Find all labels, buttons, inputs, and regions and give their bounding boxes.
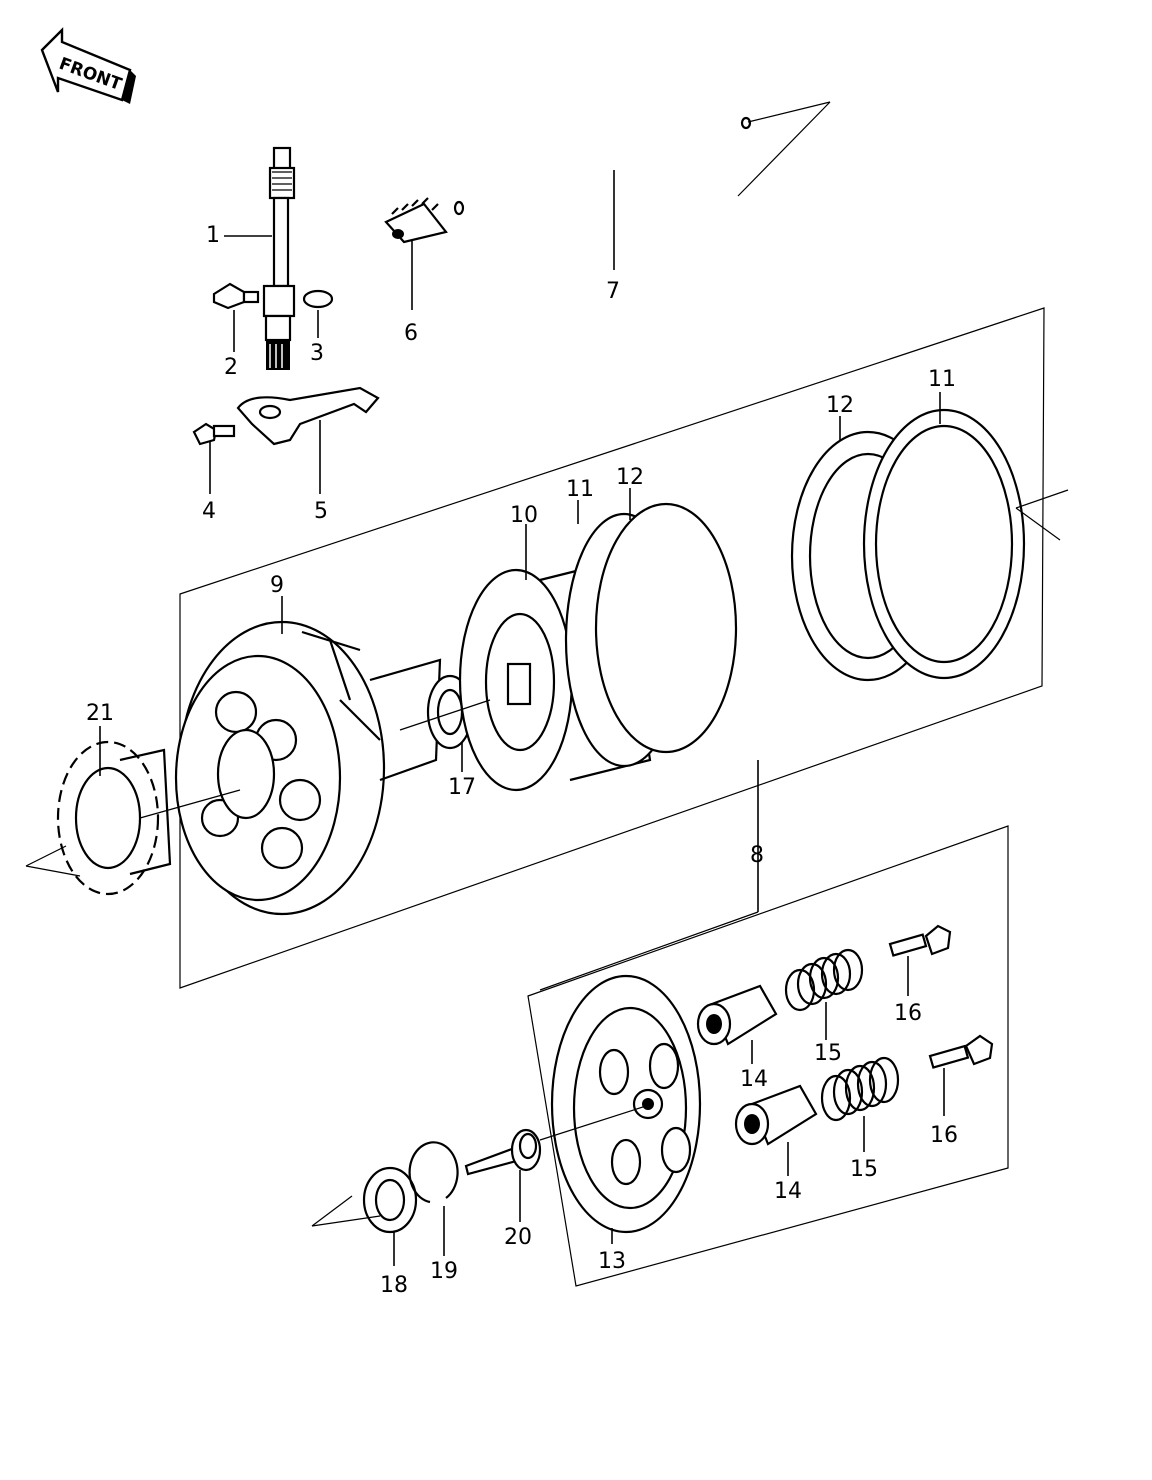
spring-guide-14a	[696, 984, 778, 1046]
callout-9: 9	[270, 573, 284, 598]
callout-21: 21	[86, 701, 114, 726]
callout-labels: 1 2 3 4 5 6 7 8 9 10 11 11 12 12 13 14 1…	[86, 223, 958, 1298]
steel-plate-12a	[594, 502, 738, 754]
callout-2: 2	[224, 355, 238, 380]
callout-17: 17	[448, 775, 476, 800]
bolt-2	[212, 282, 260, 310]
release-lever	[236, 386, 380, 446]
release-shaft	[262, 146, 296, 370]
clutch-hub	[458, 558, 652, 792]
callout-16a: 16	[894, 1001, 922, 1026]
callout-5: 5	[314, 499, 328, 524]
callout-10: 10	[510, 503, 538, 528]
callout-15a: 15	[814, 1041, 842, 1066]
callout-19: 19	[430, 1259, 458, 1284]
friction-plate-11b	[862, 408, 1026, 680]
front-arrow-icon: FRONT	[40, 27, 136, 104]
bolt-16b	[928, 1034, 994, 1069]
push-rod-rack	[384, 197, 448, 244]
callout-6: 6	[404, 321, 418, 346]
lower-group-bracket	[527, 825, 1009, 1287]
o-ring-3	[302, 289, 334, 309]
group-bracket	[179, 307, 1045, 989]
push-rod-20	[464, 1128, 542, 1176]
callout-8: 8	[750, 843, 764, 868]
callout-3: 3	[310, 341, 324, 366]
bolt-16a	[888, 924, 952, 957]
callout-11a: 11	[566, 477, 594, 502]
callout-14a: 14	[740, 1067, 768, 1092]
callout-20: 20	[504, 1225, 532, 1250]
callout-1: 1	[206, 223, 220, 248]
circlip-19	[408, 1141, 459, 1204]
clutch-spring-15b	[820, 1056, 900, 1122]
spring-guide-14b	[734, 1084, 818, 1146]
callout-14b: 14	[774, 1179, 802, 1204]
push-rod	[453, 116, 752, 216]
clutch-spring-15a	[784, 948, 864, 1012]
clutch-housing	[174, 620, 442, 916]
gear-21	[56, 740, 172, 896]
pressure-plate	[550, 974, 702, 1234]
washer-18	[362, 1166, 418, 1234]
callout-18: 18	[380, 1273, 408, 1298]
callout-11b: 11	[928, 367, 956, 392]
callout-7: 7	[606, 279, 620, 304]
callout-15b: 15	[850, 1157, 878, 1182]
callout-13: 13	[598, 1249, 626, 1274]
callout-12b: 12	[826, 393, 854, 418]
callout-4: 4	[202, 499, 216, 524]
callout-16b: 16	[930, 1123, 958, 1148]
bolt-4	[192, 422, 236, 446]
callout-12a: 12	[616, 465, 644, 490]
